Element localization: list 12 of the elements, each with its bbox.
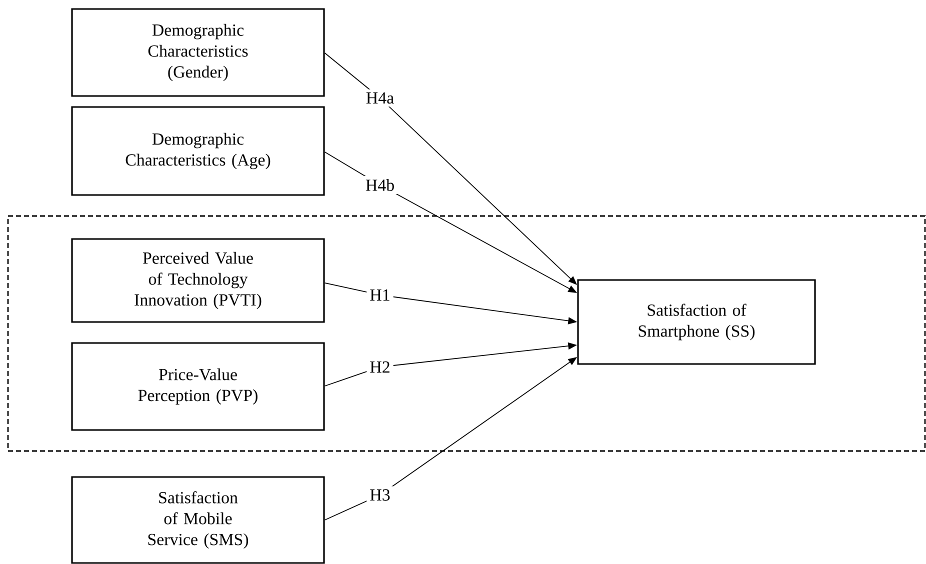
edge-label: H4b: [362, 176, 398, 194]
process-box: Demographic Characteristics (Age): [71, 106, 325, 196]
edge-label: H3: [366, 486, 394, 504]
edge-label: H1: [366, 286, 394, 304]
process-box: Satisfaction of Mobile Service (SMS): [71, 476, 325, 564]
edge-label: H2: [366, 358, 394, 376]
dashed-group-box: [7, 215, 926, 452]
process-box: Perceived Value of Technology Innovation (PVTI): [71, 238, 325, 323]
process-box: Satisfaction of Smartphone (SS): [577, 279, 816, 365]
process-box: Demographic Characteristics (Gender): [71, 8, 325, 97]
edge-label: H4a: [362, 89, 398, 107]
process-box: Price-Value Perception (PVP): [71, 342, 325, 431]
